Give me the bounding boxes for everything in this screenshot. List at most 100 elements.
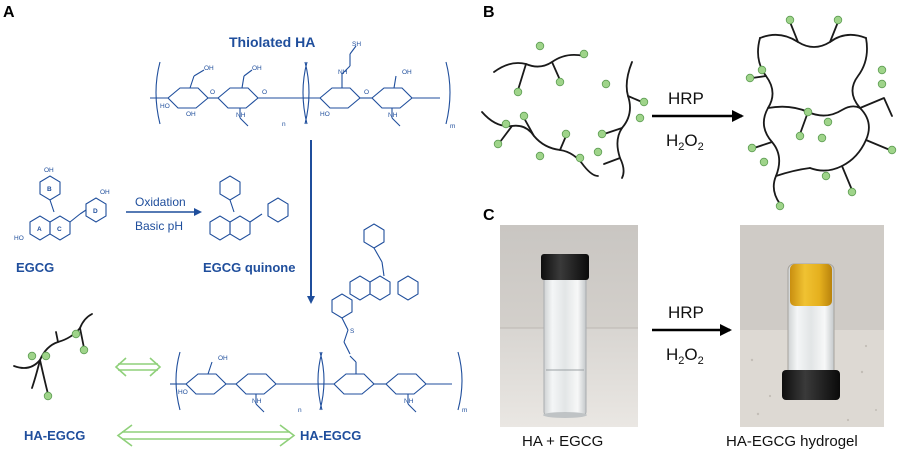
egcg-node [501, 119, 511, 129]
egcg-node [535, 41, 545, 51]
egcg-node [597, 129, 607, 139]
caption-ha-egcg-hydrogel: HA-EGCG hydrogel [726, 433, 858, 450]
atom-oh: OH [218, 355, 228, 362]
egcg-node [593, 147, 603, 157]
thiolated-ha-atom-labels: OH OH OH HO O O NH n NH SH HO OH NH O m [160, 41, 455, 130]
egcg-node [555, 77, 565, 87]
egcg-quinone-label: EGCG quinone [203, 260, 295, 275]
atom-oh: OH [44, 167, 54, 174]
egcg-node [757, 65, 767, 75]
atom-oh: OH [204, 65, 214, 72]
uncrosslinked-chains [481, 41, 649, 179]
egcg-node [817, 133, 827, 143]
egcg-node [79, 345, 89, 355]
atom-nh: NH [388, 112, 398, 119]
atom-oh: OH [186, 111, 196, 118]
atom-o: O [262, 89, 267, 96]
egcg-node [833, 15, 843, 25]
egcg-node [887, 145, 897, 155]
egcg-node [601, 79, 611, 89]
egcg-node [877, 79, 887, 89]
atom-m: m [450, 123, 455, 130]
reagent-h2o2-c: H2O2 [666, 345, 704, 367]
egcg-node [561, 129, 571, 139]
conjugated-egcg-structure [331, 223, 419, 355]
egcg-ring-labels: B A C D OH HO OH [14, 167, 110, 242]
egcg-node [493, 139, 503, 149]
ha-egcg-label-left: HA-EGCG [24, 428, 85, 443]
atom-n: n [298, 407, 302, 414]
ha-egcg-label-right: HA-EGCG [300, 428, 361, 443]
vial-cap [541, 254, 589, 280]
photo-ha-egcg-solution [500, 225, 638, 427]
atom-nh: NH [404, 398, 414, 405]
hydrogel [790, 264, 832, 306]
egcg-node [639, 97, 649, 107]
egcg-label: EGCG [16, 260, 54, 275]
atom-ho: HO [320, 111, 330, 118]
panel-label-a: A [3, 4, 15, 21]
atom-nh: NH [252, 398, 262, 405]
ring-label-c: C [57, 226, 62, 233]
ha-egcg-structure [170, 351, 463, 413]
egcg-node [823, 117, 833, 127]
oxidation-label: Oxidation [135, 195, 186, 209]
panel-label-b: B [483, 4, 495, 21]
egcg-quinone-structure [209, 175, 289, 241]
egcg-node [795, 131, 805, 141]
ring-label-b: B [47, 186, 52, 193]
atom-n: n [282, 121, 286, 128]
atom-nh: NH [236, 112, 246, 119]
egcg-node [535, 151, 545, 161]
atom-m: m [462, 407, 467, 414]
egcg-node [821, 171, 831, 181]
atom-ho: HO [14, 235, 24, 242]
atom-oh: OH [252, 65, 262, 72]
ring-label-a: A [37, 226, 42, 233]
egcg-node [513, 87, 523, 97]
ha-egcg-cartoon [13, 313, 93, 401]
vial-cap-inverted [782, 370, 840, 400]
caption-ha-egcg: HA + EGCG [522, 433, 603, 450]
photo-ha-egcg-hydrogel [740, 225, 884, 427]
reagent-hrp-c: HRP [668, 303, 704, 322]
reagent-hrp-b: HRP [668, 89, 704, 108]
panel-label-c: C [483, 207, 495, 224]
egcg-node [579, 49, 589, 59]
atom-sh: SH [352, 41, 361, 48]
atom-ho: HO [178, 389, 188, 396]
ha-egcg-atom-labels: OH HO NH n NH m [178, 355, 467, 414]
equilibrium-arrow-large [116, 424, 296, 447]
egcg-node [759, 157, 769, 167]
egcg-node [635, 113, 645, 123]
egcg-node [775, 201, 785, 211]
egcg-node [43, 391, 53, 401]
egcg-structure [29, 175, 107, 241]
egcg-node [41, 351, 51, 361]
equilibrium-arrow-small [114, 357, 162, 377]
ring-label-d: D [93, 208, 98, 215]
atom-s: S [350, 328, 355, 335]
egcg-node [847, 187, 857, 197]
atom-nh: NH [338, 69, 348, 76]
atom-oh: OH [402, 69, 412, 76]
egcg-node [575, 153, 585, 163]
atom-ho: HO [160, 103, 170, 110]
atom-o: O [210, 89, 215, 96]
atom-o: O [364, 89, 369, 96]
basic-ph-label: Basic pH [135, 219, 183, 233]
egcg-node [519, 111, 529, 121]
egcg-node [747, 143, 757, 153]
egcg-node [27, 351, 37, 361]
atom-oh: OH [100, 189, 110, 196]
vial [543, 275, 587, 417]
egcg-node [803, 107, 813, 117]
thiolated-ha-title: Thiolated HA [229, 34, 315, 50]
crosslinked-network [745, 15, 897, 211]
egcg-node [785, 15, 795, 25]
egcg-node [745, 73, 755, 83]
egcg-node [877, 65, 887, 75]
egcg-node [71, 329, 81, 339]
reagent-h2o2-b: H2O2 [666, 131, 704, 153]
